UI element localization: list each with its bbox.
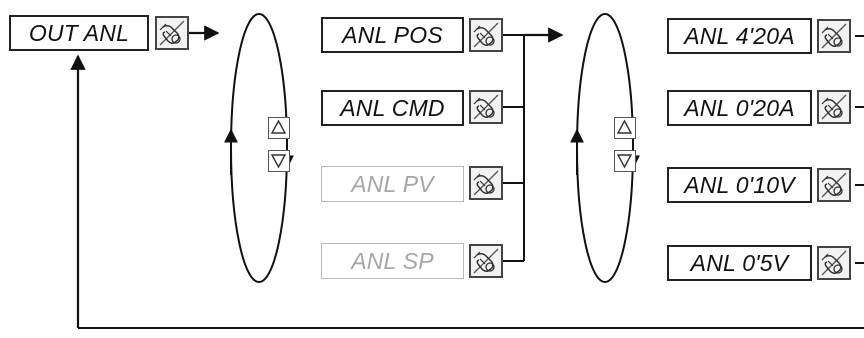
enter-key-icon[interactable] [817, 90, 851, 124]
enter-key-icon[interactable] [469, 166, 503, 200]
menu1-cycle-loop [230, 13, 288, 283]
menu1-item-anl-pos[interactable]: ANL POS [321, 17, 464, 53]
menu2-item-anl-4-20a[interactable]: ANL 4'20A [667, 18, 812, 54]
triangle-down-icon [616, 154, 633, 169]
menu2-cycle-loop [576, 13, 634, 283]
menu1-item-anl-sp[interactable]: ANL SP [321, 243, 464, 279]
enter-key-icon[interactable] [469, 90, 503, 124]
menu1-item-anl-pv[interactable]: ANL PV [321, 166, 464, 202]
menu1-item-anl-cmd[interactable]: ANL CMD [321, 90, 464, 126]
enter-key-icon[interactable] [469, 18, 503, 52]
menu2-item-anl-0-5v[interactable]: ANL 0'5V [667, 245, 812, 281]
down-arrow-button[interactable] [268, 150, 290, 172]
enter-key-icon[interactable] [469, 244, 503, 278]
enter-key-icon[interactable] [155, 16, 189, 50]
enter-key-icon[interactable] [817, 246, 851, 280]
menu2-item-anl-0-10v[interactable]: ANL 0'10V [667, 167, 812, 203]
up-arrow-button[interactable] [614, 117, 636, 139]
enter-key-icon[interactable] [817, 168, 851, 202]
enter-key-icon[interactable] [817, 19, 851, 53]
triangle-down-icon [270, 154, 287, 169]
triangle-up-icon [616, 119, 633, 134]
out-anl-label: OUT ANL [9, 15, 149, 51]
triangle-up-icon [270, 119, 287, 134]
down-arrow-button[interactable] [614, 150, 636, 172]
menu2-item-anl-0-20a[interactable]: ANL 0'20A [667, 90, 812, 126]
up-arrow-button[interactable] [268, 117, 290, 139]
